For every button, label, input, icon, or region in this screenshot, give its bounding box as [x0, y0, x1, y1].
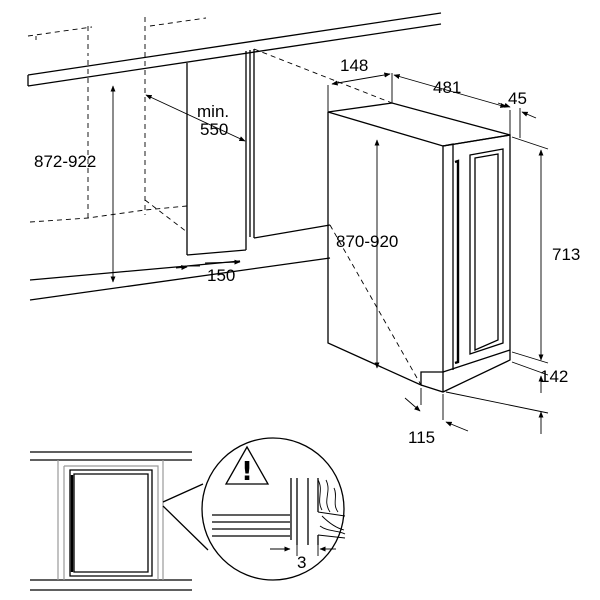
- appliance-drawing: [253, 48, 549, 434]
- niche-drawing: [27, 12, 442, 301]
- countertop: [27, 12, 442, 87]
- side-depth-label: 148: [340, 56, 368, 75]
- detail-drawing: !: [30, 437, 346, 591]
- front-view-frame: [57, 460, 164, 580]
- niche-side-panel: [186, 51, 247, 256]
- door-handle: [454, 159, 460, 365]
- door-glass: [469, 148, 504, 355]
- cabinet-side: [327, 112, 444, 387]
- door-height-label: 713: [552, 245, 580, 264]
- plinth-height-label: 142: [540, 367, 568, 386]
- niche-top-dashed: [87, 17, 146, 56]
- niche-back-wall: [249, 49, 255, 238]
- warning-triangle-icon: [224, 445, 270, 485]
- plinth-setback-label: 115: [408, 428, 435, 447]
- niche-min-depth-label: 550: [200, 120, 228, 139]
- detail-magnifier: [201, 437, 345, 581]
- cabinet-height-label: 870-920: [336, 232, 398, 251]
- warning-mark: !: [241, 457, 253, 487]
- door-thickness-label: 45: [508, 89, 527, 108]
- niche-height-label: 872-922: [34, 152, 96, 171]
- niche-min-prefix-label: min.: [197, 102, 229, 121]
- floor-line: [29, 224, 331, 301]
- cabinet-door: [442, 134, 511, 373]
- detail-gap-label: 3: [297, 553, 306, 572]
- niche-wall-section: [307, 478, 319, 545]
- cabinet-plinth: [420, 350, 511, 393]
- front-view-counter: [30, 451, 192, 591]
- plinth-depth-label: 150: [207, 266, 235, 285]
- cabinet-depth-label: 481: [433, 78, 461, 97]
